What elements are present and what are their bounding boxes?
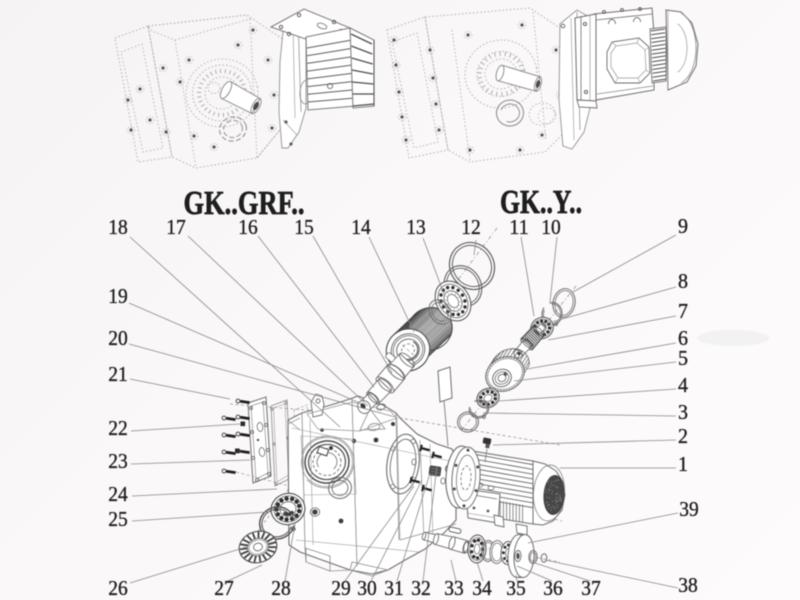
svg-text:5: 5 bbox=[678, 346, 688, 370]
svg-text:28: 28 bbox=[271, 576, 291, 600]
svg-text:17: 17 bbox=[166, 215, 186, 239]
svg-text:3: 3 bbox=[678, 400, 688, 424]
svg-text:16: 16 bbox=[238, 215, 258, 239]
svg-text:32: 32 bbox=[411, 576, 431, 600]
svg-text:30: 30 bbox=[357, 576, 377, 600]
svg-text:31: 31 bbox=[384, 576, 404, 600]
svg-text:4: 4 bbox=[678, 373, 688, 397]
svg-text:38: 38 bbox=[678, 573, 698, 597]
svg-text:23: 23 bbox=[108, 449, 128, 473]
svg-text:33: 33 bbox=[444, 576, 464, 600]
svg-text:9: 9 bbox=[678, 214, 688, 238]
svg-text:6: 6 bbox=[678, 326, 688, 350]
svg-text:34: 34 bbox=[472, 576, 492, 600]
svg-text:19: 19 bbox=[108, 284, 128, 308]
svg-text:20: 20 bbox=[108, 326, 128, 350]
svg-text:GK..Y..: GK..Y.. bbox=[500, 184, 582, 221]
svg-text:29: 29 bbox=[331, 576, 351, 600]
svg-text:37: 37 bbox=[581, 576, 601, 600]
svg-text:2: 2 bbox=[678, 424, 688, 448]
svg-text:12: 12 bbox=[461, 215, 481, 239]
svg-text:18: 18 bbox=[108, 215, 128, 239]
svg-text:26: 26 bbox=[108, 576, 128, 600]
svg-text:10: 10 bbox=[541, 215, 561, 239]
svg-text:36: 36 bbox=[543, 576, 563, 600]
svg-text:39: 39 bbox=[679, 497, 699, 521]
svg-text:8: 8 bbox=[678, 269, 688, 293]
svg-text:13: 13 bbox=[406, 215, 426, 239]
svg-text:27: 27 bbox=[214, 576, 234, 600]
svg-text:15: 15 bbox=[294, 215, 314, 239]
svg-text:21: 21 bbox=[108, 362, 128, 386]
svg-text:1: 1 bbox=[678, 452, 688, 476]
svg-text:11: 11 bbox=[509, 215, 529, 239]
svg-text:7: 7 bbox=[678, 299, 688, 323]
svg-text:22: 22 bbox=[108, 416, 128, 440]
svg-text:14: 14 bbox=[351, 215, 371, 239]
svg-text:GK..GRF..: GK..GRF.. bbox=[184, 185, 305, 222]
svg-text:35: 35 bbox=[506, 576, 526, 600]
svg-text:25: 25 bbox=[108, 507, 128, 531]
svg-text:24: 24 bbox=[108, 482, 128, 506]
